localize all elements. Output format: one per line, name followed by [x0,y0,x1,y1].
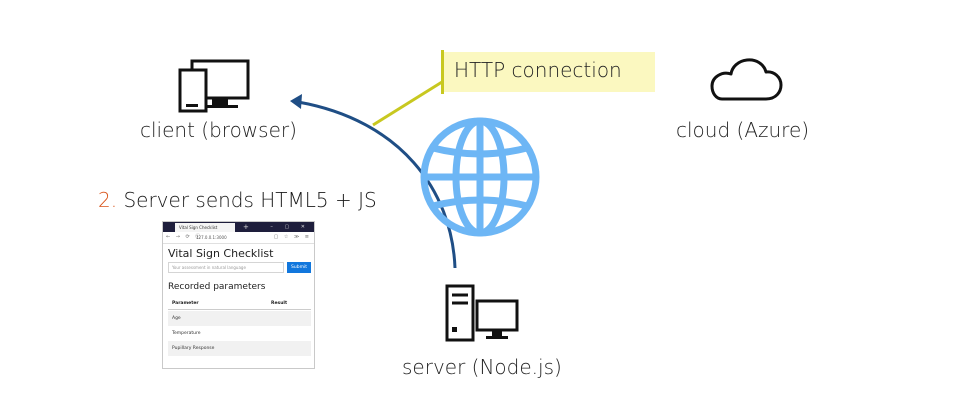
step-number: 2. [98,188,118,212]
http-arrow [297,100,457,269]
mini-url: 127.0.0.1:3000 [196,235,227,240]
mini-section-title: Recorded parameters [168,282,266,292]
row-label: Age [172,316,181,321]
http-connection-callout: HTTP connection [444,52,655,92]
mini-table-header: Parameter Result [168,299,311,310]
callout-bar [441,50,444,94]
server-label: server (Node.js) [402,355,562,379]
globe-icon [420,117,540,237]
window-controls-icon: – ▢ ✕ [270,224,310,230]
mini-browser-screenshot: Vital Sign Checklist + – ▢ ✕ ← → ⟳ ⓘ 127… [162,221,315,369]
table-row: Pupillary Response [168,341,311,356]
client-device-icon [178,59,250,113]
toolbar-icons: ▢ ☆ ≫ ≡ [273,234,311,240]
mini-submit-button: Submit [287,262,311,273]
mini-tab-bar: Vital Sign Checklist + – ▢ ✕ [163,222,314,232]
row-label: Temperature [172,331,201,336]
new-tab-icon: + [243,223,249,231]
mini-col-result: Result [271,301,288,306]
row-label: Pupillary Response [172,346,215,351]
cloud-icon [710,58,783,101]
mini-tab: Vital Sign Checklist [175,223,235,232]
http-arrow-head [290,94,302,109]
mini-col-parameter: Parameter [172,301,199,306]
table-row: Age [168,311,311,326]
step-text: Server sends HTML5 + JS [123,188,377,212]
table-row: Temperature [168,326,311,341]
server-icon [445,284,519,342]
callout-connector [372,80,443,127]
client-label: client (browser) [140,118,297,142]
mini-assessment-input: Your assessment in natural language [168,262,284,273]
mini-page-title: Vital Sign Checklist [168,247,274,260]
nav-arrows-icon: ← → ⟳ ⓘ [166,234,203,240]
step-label: 2. Server sends HTML5 + JS [98,188,377,212]
mini-nav-bar: ← → ⟳ ⓘ 127.0.0.1:3000 ▢ ☆ ≫ ≡ [163,232,314,244]
cloud-label: cloud (Azure) [676,118,810,142]
